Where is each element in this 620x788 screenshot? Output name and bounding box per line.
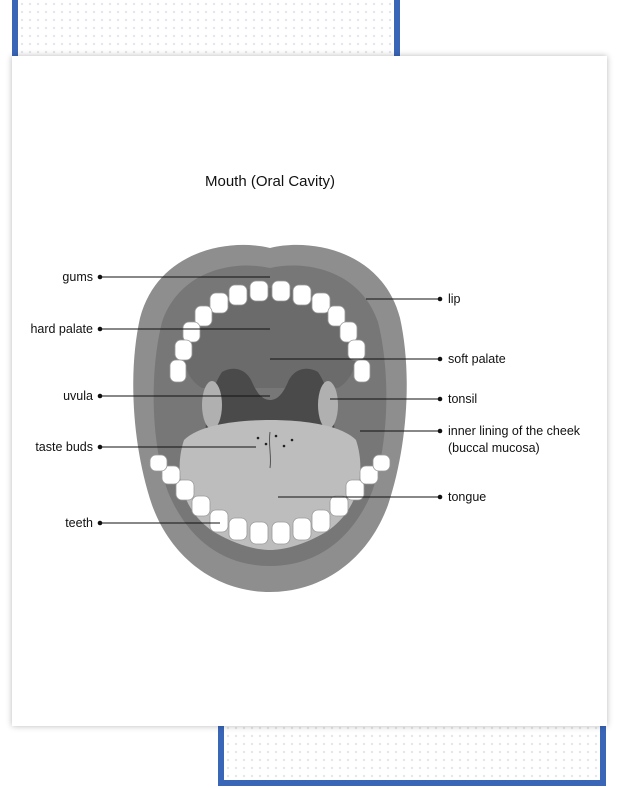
diagram-title: Mouth (Oral Cavity) (205, 173, 335, 190)
label-lip: lip (448, 292, 461, 306)
taste-bud-dot (282, 444, 286, 448)
label-inner-lining-line2: (buccal mucosa) (448, 441, 540, 455)
label-inner-lining-line1: inner lining of the cheek (448, 424, 581, 438)
label-tonsil: tonsil (448, 392, 477, 406)
taste-bud-dot (256, 436, 260, 440)
label-uvula: uvula (63, 389, 93, 403)
taste-bud-dot (290, 438, 294, 442)
tongue-midline (268, 431, 272, 469)
tonsil-left-shape (202, 381, 222, 429)
label-soft-palate: soft palate (448, 352, 506, 366)
label-teeth: teeth (65, 516, 93, 530)
upper-teeth (169, 280, 371, 383)
taste-bud-dot (274, 434, 278, 438)
leader-lines (97, 274, 443, 526)
label-taste-buds: taste buds (35, 440, 93, 454)
palate-shape (183, 287, 357, 388)
label-gums: gums (62, 270, 93, 284)
lower-teeth (149, 454, 391, 545)
tonsil-right-shape (318, 381, 338, 429)
label-tongue: tongue (448, 490, 486, 504)
taste-bud-dot (264, 442, 268, 446)
mouth-illustration (133, 244, 407, 593)
label-hard-palate: hard palate (30, 322, 93, 336)
